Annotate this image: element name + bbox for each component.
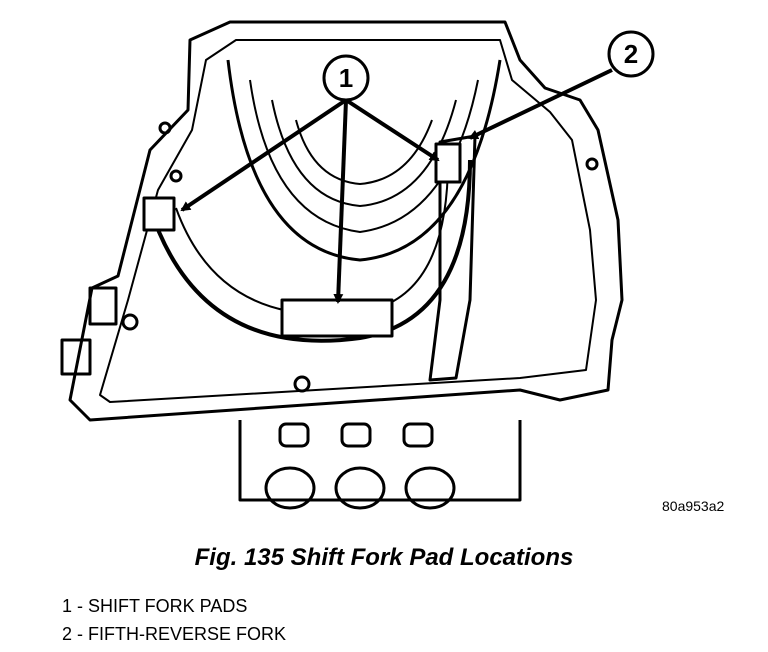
callout-2-label: 2 (624, 39, 638, 69)
shift-fork-ring (148, 159, 472, 343)
bolt-4 (293, 375, 311, 393)
figure-code: 80a953a2 (662, 498, 725, 514)
leader-1-right (344, 98, 440, 162)
legend: 1 - SHIFT FORK PADS 2 - FIFTH-REVERSE FO… (62, 592, 286, 648)
left-tab-1 (88, 286, 118, 326)
bore-arc-4 (295, 119, 433, 185)
fork-pad-left (142, 196, 176, 232)
housing-inner-rim (99, 39, 597, 403)
bolt-5 (585, 157, 599, 171)
bolt-2 (158, 121, 172, 135)
bolt-3 (121, 313, 139, 331)
transmission-illustration: 1 2 (60, 20, 655, 510)
shift-fork-ring-inner (175, 159, 449, 316)
fork-pad-bottom (280, 298, 394, 338)
bolt-1 (169, 169, 183, 183)
callout-2-circle (607, 30, 655, 78)
leader-2 (468, 68, 613, 140)
legend-item: 2 - FIFTH-REVERSE FORK (62, 624, 287, 644)
legend-item: 1 - SHIFT FORK PADS (62, 596, 248, 616)
leader-1-bottom (333, 99, 348, 304)
port-2 (340, 422, 372, 448)
bolt-boss-1 (264, 466, 316, 510)
port-1 (278, 422, 310, 448)
fork-pad-right (434, 142, 462, 184)
port-3 (402, 422, 434, 448)
figure-caption: Fig. 135 Shift Fork Pad Locations (194, 544, 574, 571)
callout-1-label: 1 (339, 63, 353, 93)
left-tab-2 (60, 338, 92, 376)
leader-1-left (180, 98, 348, 212)
lower-case (238, 420, 522, 502)
bolt-boss-3 (404, 466, 456, 510)
bolt-boss-2 (334, 466, 386, 510)
